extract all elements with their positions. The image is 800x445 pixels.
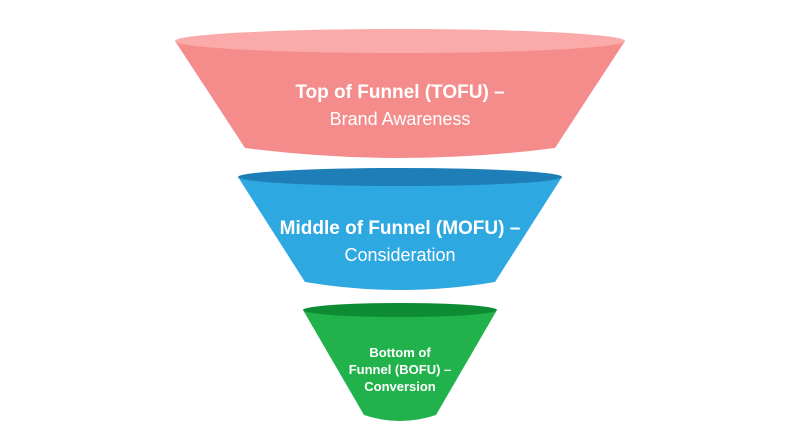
mofu-label-line2: Consideration (344, 245, 456, 265)
tofu-label-line1: Top of Funnel (TOFU) – (295, 82, 505, 103)
mofu-label-line1: Middle of Funnel (MOFU) – (279, 218, 521, 239)
bofu-label-line2: Funnel (BOFU) – (348, 362, 452, 377)
tofu-label-line2: Brand Awareness (329, 109, 471, 129)
tofu-segment-body (175, 41, 625, 158)
mofu-segment-top (238, 168, 562, 186)
funnel-stage-tofu (175, 29, 625, 158)
bofu-label: Bottom of Funnel (BOFU) – Conversion (330, 344, 470, 395)
bofu-segment-top (303, 303, 497, 317)
funnel-stage-bofu (303, 303, 497, 421)
bofu-label-line1: Bottom of (369, 345, 431, 360)
tofu-label: Top of Funnel (TOFU) – Brand Awareness (250, 80, 550, 132)
mofu-label: Middle of Funnel (MOFU) – Consideration (250, 216, 550, 268)
tofu-segment-top (175, 29, 625, 53)
funnel-stage-mofu (238, 168, 562, 290)
mofu-segment-body (238, 177, 562, 290)
bofu-label-line3: Conversion (364, 379, 436, 394)
bofu-segment-body (303, 310, 497, 421)
